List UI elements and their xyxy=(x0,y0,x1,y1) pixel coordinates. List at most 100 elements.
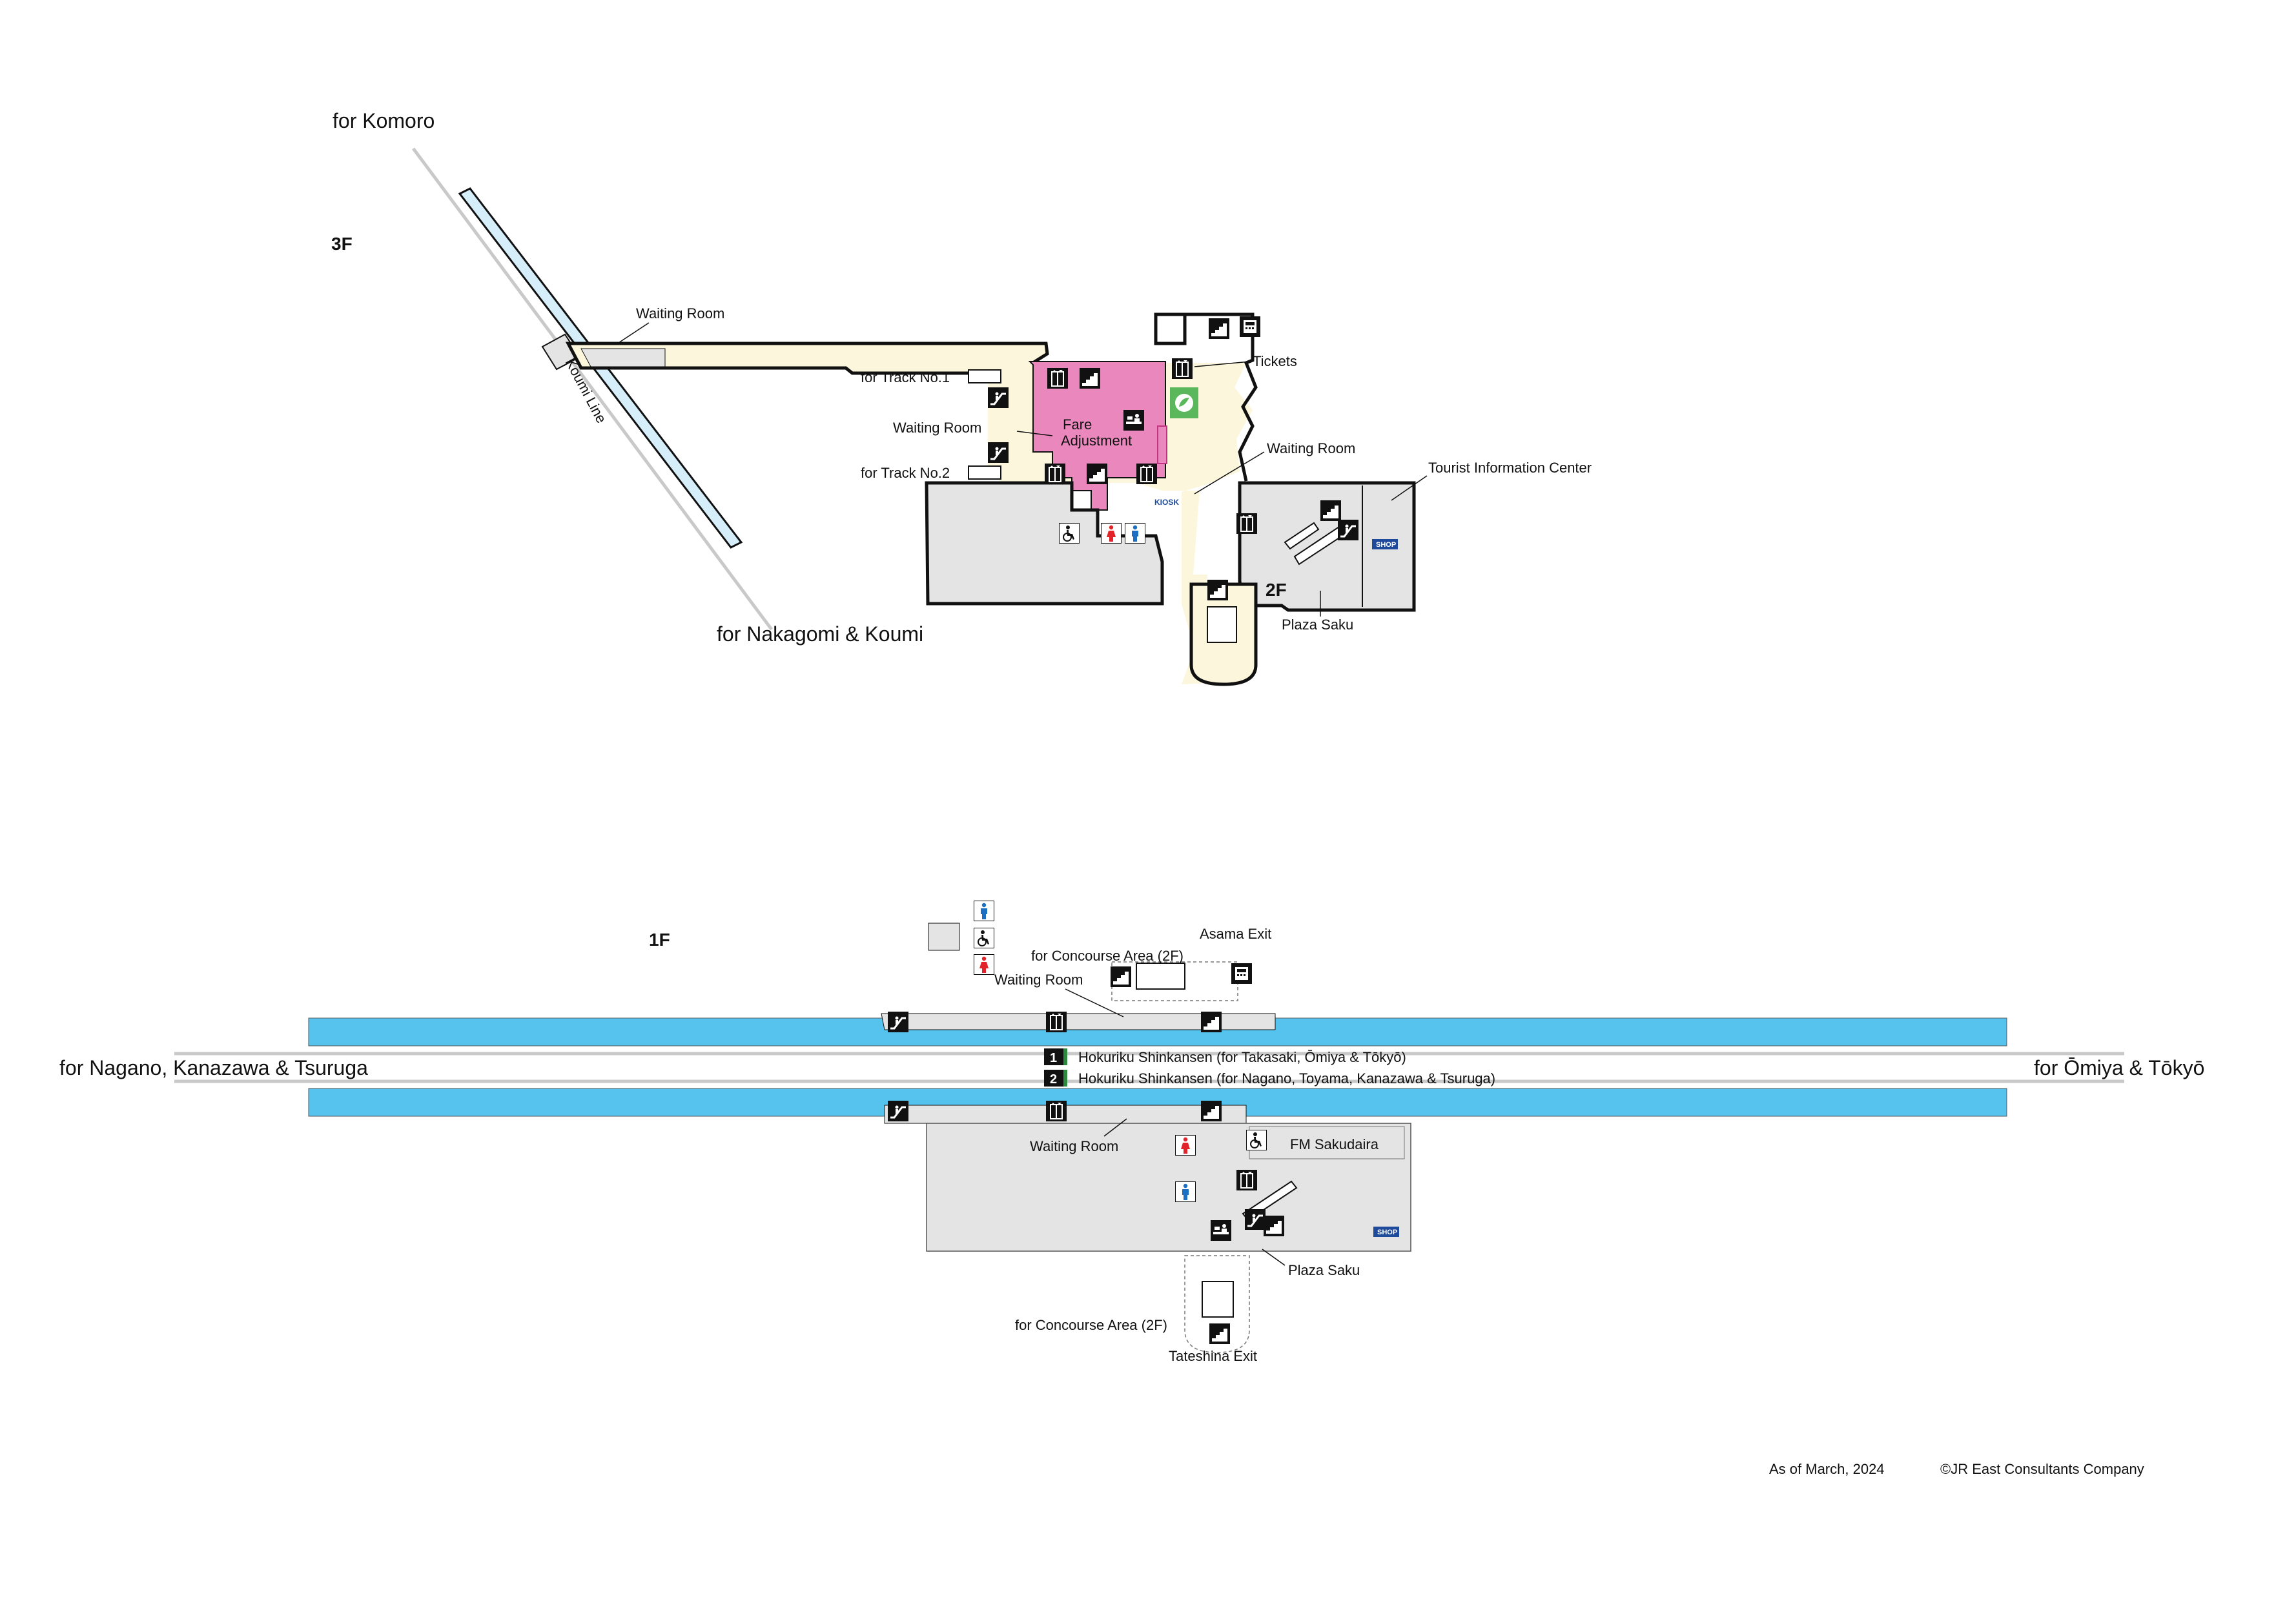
wheelchair-toilet-icon xyxy=(974,928,994,948)
fm-sakudaira-label: FM Sakudaira xyxy=(1290,1136,1379,1152)
fare-adjustment-label-1: Fare xyxy=(1063,416,1092,433)
elevator-icon xyxy=(1236,1170,1257,1190)
track-2-badge xyxy=(1044,1070,1063,1087)
track-1-badge xyxy=(1044,1048,1063,1065)
ticket-office-icon xyxy=(1123,410,1144,431)
track-1-number: 1 xyxy=(1050,1051,1057,1065)
male-toilet-icon xyxy=(974,901,994,921)
stairs-icon xyxy=(1201,1012,1222,1032)
stairs-icon xyxy=(1201,1101,1222,1121)
elevator-icon xyxy=(1046,1012,1067,1032)
platform-1-structures xyxy=(881,1013,1276,1030)
female-toilet-icon xyxy=(974,954,994,975)
stairs-icon xyxy=(1209,1323,1230,1344)
shop-badge-1f xyxy=(1373,1227,1399,1237)
for-concourse-bottom-label: for Concourse Area (2F) xyxy=(1015,1317,1167,1333)
koumi-track xyxy=(411,147,774,631)
shop-label-2f: SHOP xyxy=(1376,541,1396,549)
ticket-machine-icon xyxy=(1231,963,1252,984)
shop-badge-2f xyxy=(1372,539,1398,549)
elevator-icon xyxy=(1047,368,1068,389)
upper-map: for Komoro 3F for Nakagomi & Koumi Koumi… xyxy=(331,109,1592,686)
male-toilet-icon xyxy=(1125,523,1145,544)
elevator-icon xyxy=(1046,1101,1067,1121)
kiosk-label: KIOSK xyxy=(1154,498,1179,507)
floor-3f: 3F xyxy=(331,234,353,254)
waiting-room-top-label: Waiting Room xyxy=(994,972,1083,988)
female-toilet-icon xyxy=(1175,1135,1196,1156)
stairs-icon xyxy=(1207,580,1228,600)
leader-waiting-left xyxy=(1016,431,1053,436)
wheelchair-toilet-icon xyxy=(1246,1130,1267,1150)
female-toilet-icon xyxy=(1101,523,1122,544)
for-track-1-label: for Track No.1 xyxy=(861,369,950,385)
shop-label-1f: SHOP xyxy=(1377,1229,1397,1236)
ticket-office-icon xyxy=(1170,387,1198,418)
floor-2f: 2F xyxy=(1266,580,1287,600)
asama-exit-label: Asama Exit xyxy=(1200,926,1271,942)
waiting-room-bottom-label: Waiting Room xyxy=(1030,1138,1118,1154)
direction-omiya: for Ōmiya & Tōkyō xyxy=(2034,1056,2204,1079)
elevator-icon xyxy=(1045,464,1065,484)
escalator-icon xyxy=(1245,1209,1266,1230)
annex-block-top xyxy=(928,923,960,951)
elevator-icon xyxy=(1172,358,1193,379)
for-track-2-label: for Track No.2 xyxy=(861,465,950,481)
tateshina-exit-label: Tateshina Exit xyxy=(1169,1348,1257,1364)
leader-waiting-top xyxy=(1065,988,1124,1017)
escalator-icon xyxy=(888,1012,908,1032)
stairs-icon xyxy=(1111,966,1131,987)
male-toilet-icon xyxy=(1175,1181,1196,1202)
elevator-icon xyxy=(1236,513,1257,534)
waiting-room-right-label: Waiting Room xyxy=(1267,440,1355,456)
escalator-icon xyxy=(1338,520,1358,540)
escalator-icon xyxy=(988,387,1009,408)
stairs-icon xyxy=(1320,500,1341,521)
stairs-icon xyxy=(1080,368,1100,389)
leader-plaza-1f xyxy=(1262,1249,1286,1266)
track-1-label: Hokuriku Shinkansen (for Takasaki, Ōmiya… xyxy=(1078,1049,1406,1065)
plaza-saku-label-2f: Plaza Saku xyxy=(1282,617,1353,633)
track2-stair-head xyxy=(968,465,1001,480)
floor-1f: 1F xyxy=(649,930,670,950)
leader-waiting-bottom xyxy=(1103,1118,1127,1137)
track-2-label: Hokuriku Shinkansen (for Nagano, Toyama,… xyxy=(1078,1070,1495,1087)
ticket-machine-icon xyxy=(1240,316,1260,337)
leader-tourist-info xyxy=(1391,475,1428,501)
leader-tickets xyxy=(1194,361,1251,367)
plaza-escalator-a xyxy=(1284,522,1320,550)
fm-sakudaira-room xyxy=(1249,1126,1405,1159)
stairs-icon xyxy=(1209,318,1229,339)
stairs-icon xyxy=(1264,1216,1284,1236)
direction-komoro: for Komoro xyxy=(333,109,435,132)
tateshina-stairs xyxy=(1202,1281,1234,1318)
plaza-saku-label-1f: Plaza Saku xyxy=(1288,1262,1360,1278)
stairs-block-top xyxy=(1154,312,1187,345)
waiting-room-left-label: Waiting Room xyxy=(893,420,981,436)
escalator-icon xyxy=(988,442,1009,463)
track1-stair-head xyxy=(968,369,1001,383)
tower-stairs xyxy=(1207,606,1237,643)
stairs-icon xyxy=(1087,464,1107,484)
fare-adjustment-label-2: Adjustment xyxy=(1061,433,1132,449)
track-2-badge-stripe xyxy=(1063,1070,1067,1087)
tourist-info-label: Tourist Information Center xyxy=(1428,460,1592,476)
asama-stairs xyxy=(1136,963,1185,990)
waiting-room-platform-label: Waiting Room xyxy=(636,305,724,322)
fare-gates xyxy=(1157,425,1167,464)
direction-nakagomi: for Nakagomi & Koumi xyxy=(717,622,923,646)
track-1-badge-stripe xyxy=(1063,1048,1067,1065)
footer-date: As of March, 2024 xyxy=(1769,1461,1885,1477)
bridge-waiting-room xyxy=(580,348,666,367)
track-2-number: 2 xyxy=(1050,1072,1057,1087)
tickets-label: Tickets xyxy=(1253,353,1297,369)
direction-nagano: for Nagano, Kanazawa & Tsuruga xyxy=(59,1056,368,1079)
leader-waiting-platform xyxy=(616,322,650,345)
footer-copyright: ©JR East Consultants Company xyxy=(1940,1461,2144,1477)
elevator-icon xyxy=(1136,464,1157,484)
escalator-icon xyxy=(888,1101,908,1121)
for-concourse-top-label: for Concourse Area (2F) xyxy=(1031,948,1184,964)
ticket-office-icon xyxy=(1211,1220,1231,1241)
lower-map: 1F Asama Exit for Concourse Area (2F) Wa… xyxy=(59,901,2204,1364)
